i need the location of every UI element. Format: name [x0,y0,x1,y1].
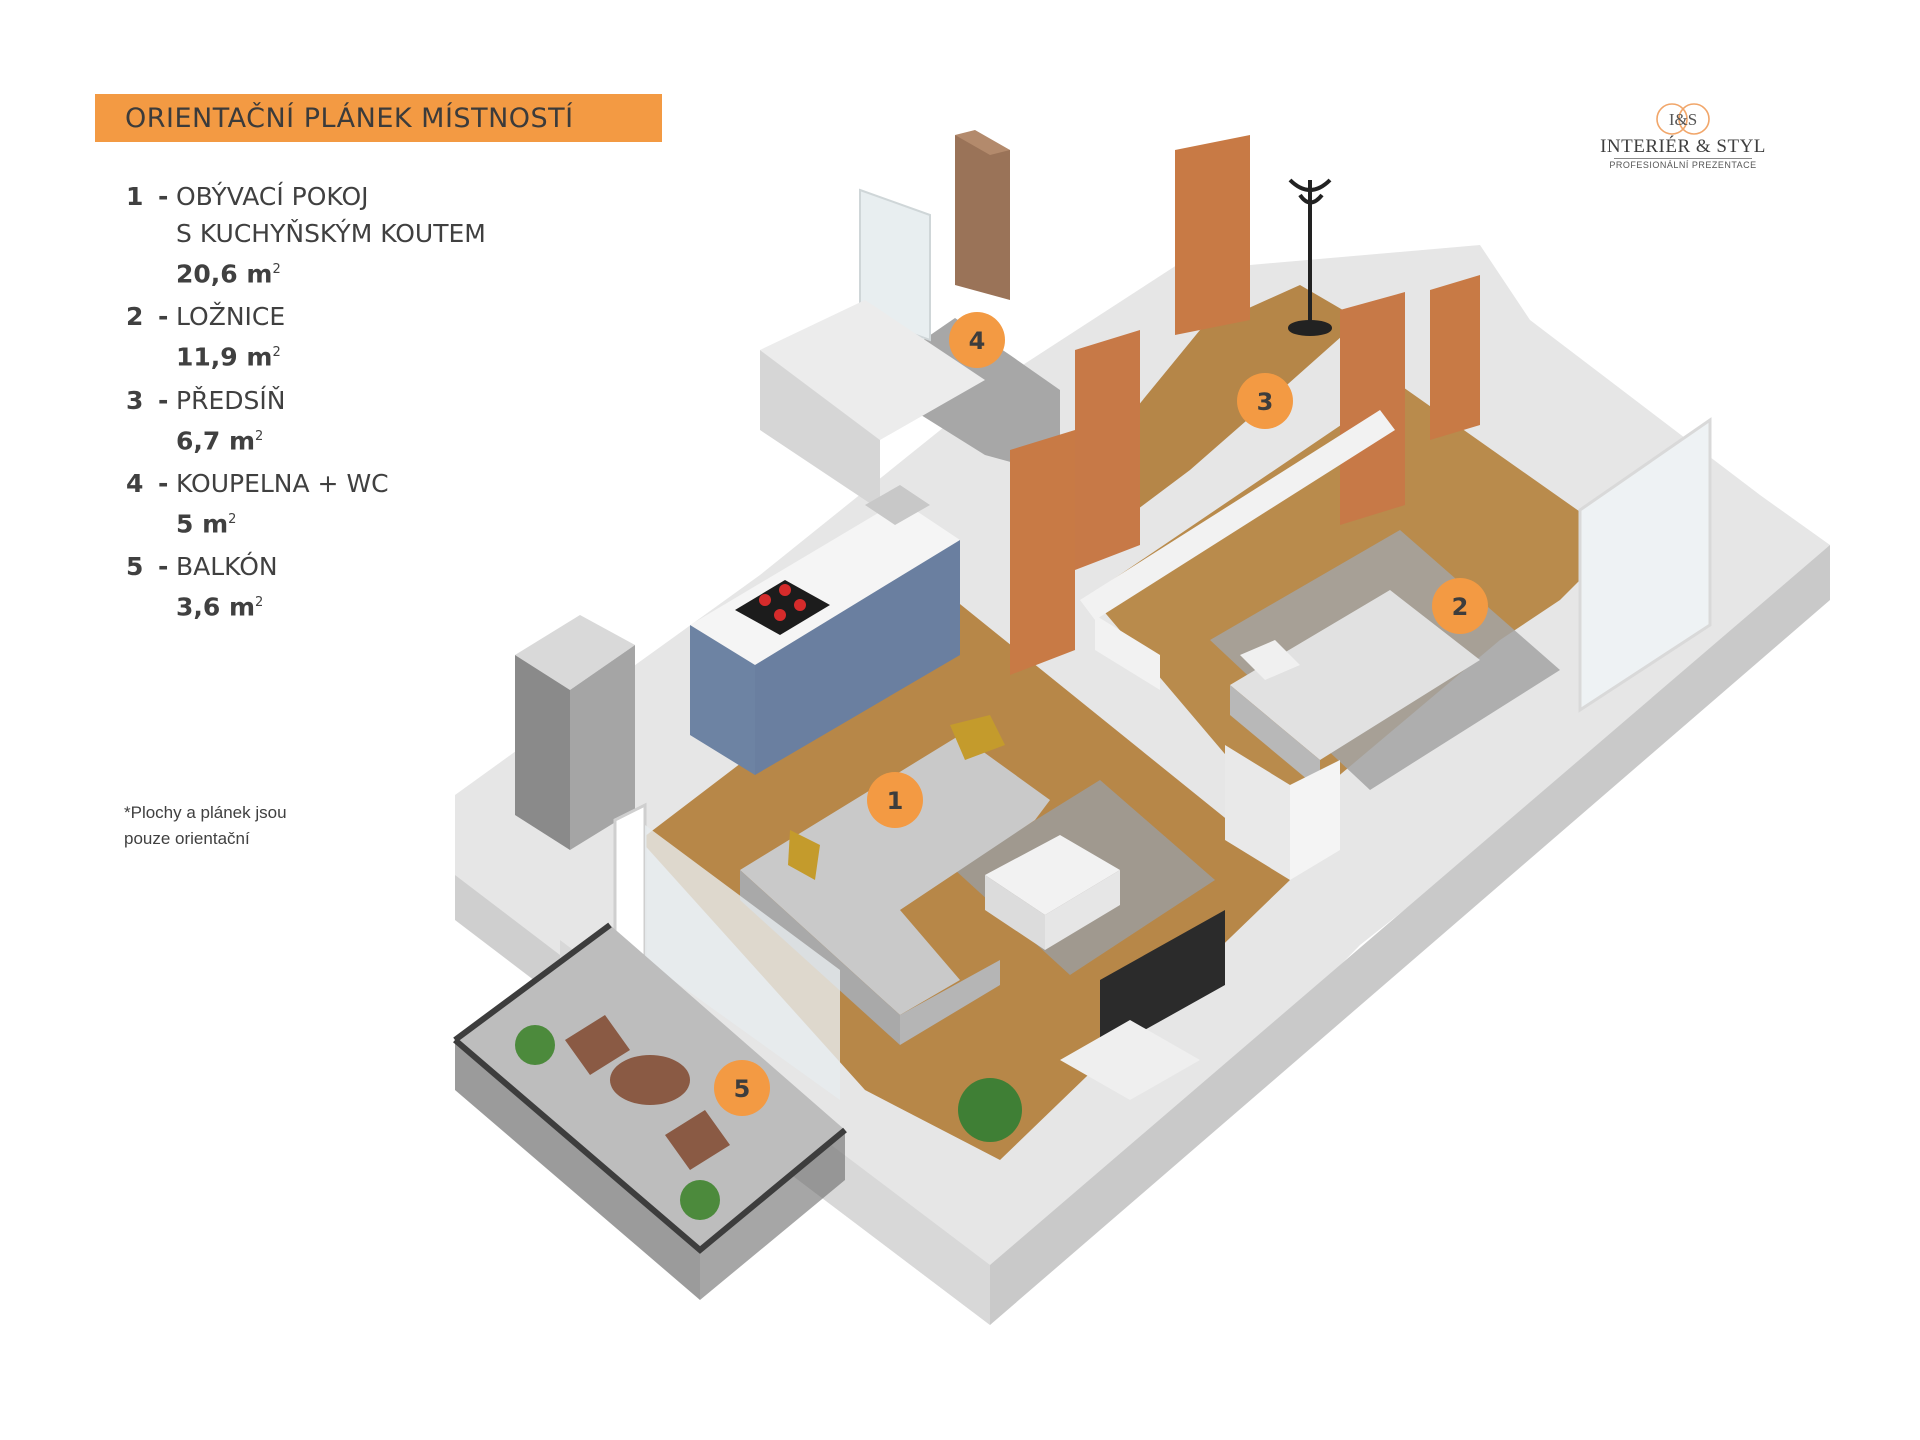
room-marker-1: 1 [867,772,923,828]
page-title: ORIENTAČNÍ PLÁNEK MÍSTNOSTÍ [125,102,574,134]
sink [865,485,930,525]
balcony-table [610,1055,690,1105]
door [1010,430,1075,675]
room-name: KOUPELNA + WC [176,468,389,498]
room-number: 1 [126,182,144,211]
cushion [788,830,820,880]
cushion [950,715,1005,760]
room-number: 5 [126,552,144,582]
tv [1060,910,1225,1100]
room-marker-3: 3 [1237,373,1293,429]
room-dash: - [158,182,169,211]
logo-tagline: PROFESIONÁLNÍ PREZENTACE [1609,160,1757,170]
room-area: 11,9 m2 [176,342,281,372]
room-name-2: S KUCHYŇSKÝM KOUTEM [176,219,486,248]
svg-text:1: 1 [887,787,904,815]
disclaimer-note: *Plochy a plánek jsou pouze orientační [124,803,287,848]
legend-item-hallway: 3 - PŘEDSÍŇ 6,7 m2 [126,382,486,459]
room-name: BALKÓN [176,552,278,582]
room-marker-5: 5 [714,1060,770,1116]
svg-text:4: 4 [969,327,986,355]
coffee-table [985,835,1120,950]
room-marker-4: 4 [949,312,1005,368]
bedroom-shelf [1225,745,1340,880]
title-banner: ORIENTAČNÍ PLÁNEK MÍSTNOSTÍ [95,94,662,142]
room-name: OBÝVACÍ POKOJ [176,182,369,211]
legend-item-balcony: 5 - BALKÓN 3,6 m2 [126,548,486,625]
kitchen-unit [690,485,960,775]
room-number: 4 [126,468,144,498]
bathroom-tall-cabinet [955,135,1010,300]
room-dash: - [158,385,169,415]
room-number: 3 [126,385,144,415]
room-area: 20,6 m2 [176,259,281,289]
door [1430,275,1480,440]
room-number: 2 [126,302,144,332]
room-dash: - [158,302,169,332]
inner-walls [1080,410,1395,690]
logo-divider [1614,158,1752,159]
room-area: 3,6 m2 [176,592,264,622]
door [1175,135,1250,335]
logo-monogram-icon: I&S [1656,103,1710,135]
legend-item-bathroom: 4 - KOUPELNA + WC 5 m2 [126,465,486,542]
bed [1230,590,1480,790]
svg-text:5: 5 [734,1075,751,1103]
interior-doors [1010,135,1480,675]
shower-glass [859,188,931,342]
svg-text:2: 2 [1452,593,1469,621]
plant-icon [680,1180,720,1220]
bedroom-window [1578,417,1712,713]
room-area: 5 m2 [176,509,237,539]
plant-icon [515,1025,555,1065]
room-marker-2: 2 [1432,578,1488,634]
room-dash: - [158,468,169,498]
balcony-chair [565,1015,630,1075]
cooktop [735,580,830,635]
fridge [515,615,635,850]
balcony-glass [645,825,840,1100]
logo-name: INTERIÉR & STYL [1600,136,1766,157]
room-markers: 1 2 3 4 5 [714,312,1488,1116]
legend-item-bedroom: 2 - LOŽNICE 11,9 m2 [126,298,486,375]
door [1075,330,1140,570]
room-dash: - [158,552,169,582]
door [1340,292,1405,525]
plant-icon [958,1078,1022,1142]
room-name: LOŽNICE [176,302,286,332]
company-logo: I&S INTERIÉR & STYL PROFESIONÁLNÍ PREZEN… [1594,100,1772,174]
room-area: 6,7 m2 [176,425,264,455]
balcony [453,922,847,1300]
svg-text:3: 3 [1257,388,1274,416]
balcony-chair [665,1110,730,1170]
svg-text:I&S: I&S [1669,110,1697,129]
room-legend: 1 - OBÝVACÍ POKOJ S KUCHYŇSKÝM KOUTEM 20… [126,178,486,632]
hallway-floor [1090,285,1360,545]
legend-item-living-room: 1 - OBÝVACÍ POKOJ S KUCHYŇSKÝM KOUTEM 20… [126,178,486,292]
room-name: PŘEDSÍŇ [176,385,286,415]
coat-rack-icon [1288,178,1332,336]
